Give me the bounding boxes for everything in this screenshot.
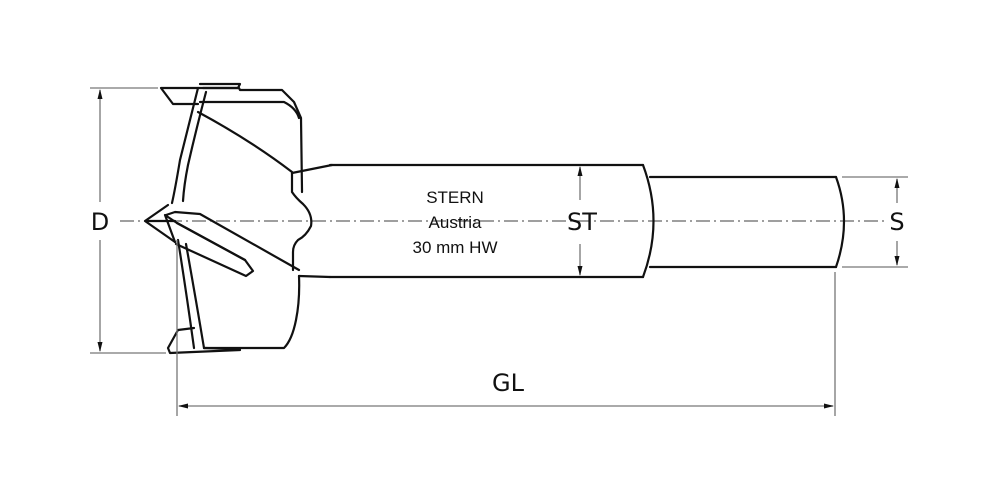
top-flute-outer [170,86,200,205]
shank-end [834,175,846,269]
neck-bottom [297,274,332,279]
bottom-flute-outer [176,238,196,350]
s-arrow-top [894,178,900,188]
bottom-spur-tip [202,346,242,351]
bottom-flute-inner [184,242,206,350]
top-flute-inner [181,90,208,203]
dimension-gl: GL [178,272,836,416]
engraving-origin: Austria [429,213,482,232]
st-arrow-top [577,166,583,176]
gl-arrow-right [824,403,834,409]
head-bottom-contour [202,274,301,350]
gl-label: GL [492,369,525,397]
center-point [143,203,177,244]
st-label: ST [567,208,597,236]
st-arrow-bottom [577,266,583,276]
shank-body [328,163,655,279]
top-face-line [196,110,294,174]
neck-top [290,163,334,175]
shank [648,175,846,269]
head-top-inner [198,100,301,120]
s-arrow-bottom [894,256,900,266]
head-notch [290,171,313,272]
top-spur [159,82,242,106]
cutting-edge-line [175,221,247,262]
d-label: D [91,208,109,236]
dimension-st: ST [567,166,597,276]
cutter-head [143,82,334,416]
d-arrow-bottom [97,342,103,352]
engraving: STERN Austria 30 mm HW [413,188,498,257]
shank-body-end [641,163,655,279]
s-label: S [889,208,904,236]
engraving-brand: STERN [426,188,484,207]
dimension-s: S [842,176,908,268]
cutting-edge-upper [164,210,301,272]
d-arrow-top [97,89,103,99]
dimension-d: D [90,87,166,354]
head-top-contour [201,86,304,194]
gl-arrow-left [178,403,188,409]
bottom-spur [166,326,242,355]
engraving-spec: 30 mm HW [413,238,498,257]
